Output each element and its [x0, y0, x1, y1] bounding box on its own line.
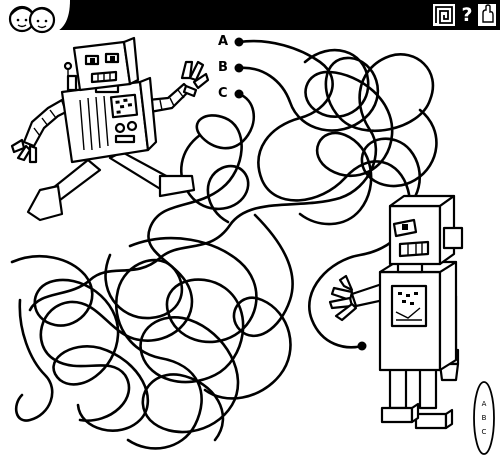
robot-left-hand [180, 60, 210, 98]
maze-spiral-icon [433, 4, 455, 26]
header-bar [0, 0, 500, 30]
start-label-b: B [218, 60, 228, 75]
answer-key-c: C [481, 428, 487, 436]
question-mark-icon[interactable]: ? [461, 4, 473, 26]
robot-right-hand [328, 274, 358, 322]
robot-left-head [72, 40, 132, 92]
start-label-c: C [218, 86, 228, 101]
hand-pointer-icon [478, 4, 496, 26]
kids-faces-icon [0, 0, 70, 34]
start-label-a: A [218, 34, 229, 49]
robot-left [10, 36, 210, 222]
answer-key-badge [473, 381, 495, 455]
answer-key-a: A [481, 400, 487, 408]
robot-right [328, 194, 464, 430]
maze-paths [10, 39, 438, 450]
robot-left-claw [10, 138, 38, 164]
answer-key-b: B [481, 414, 487, 422]
